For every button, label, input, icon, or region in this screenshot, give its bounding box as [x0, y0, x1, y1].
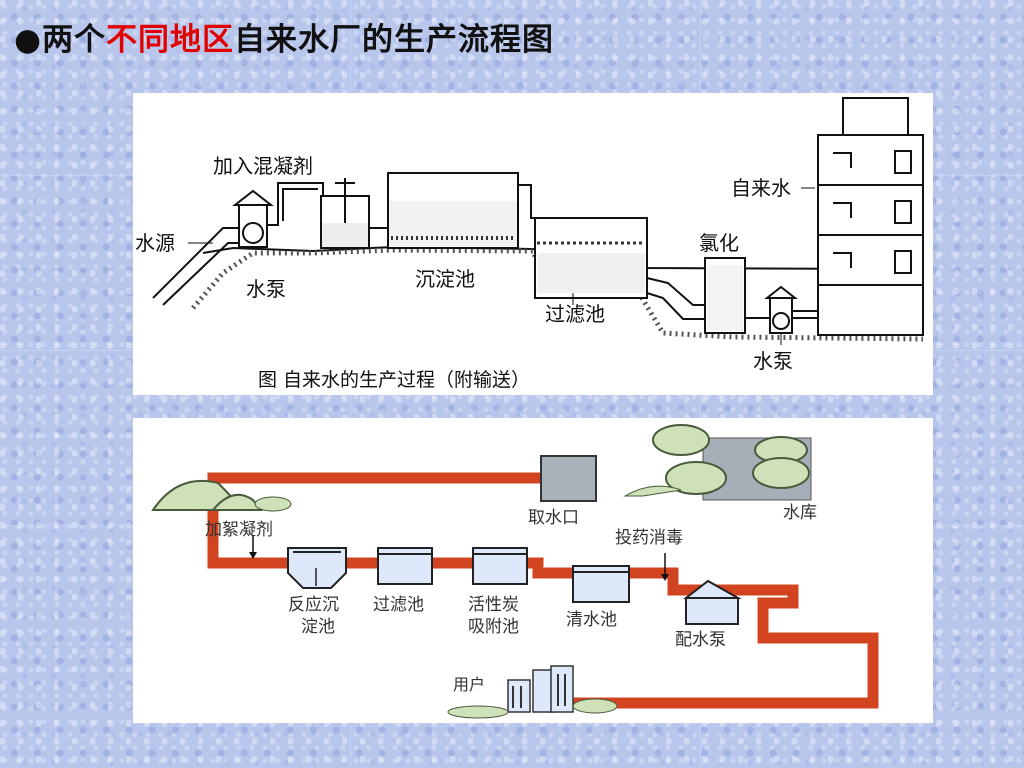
label-pump-2: 水泵 [753, 349, 793, 373]
label-pump-1: 水泵 [246, 277, 286, 301]
sedimentation-tank [387, 172, 519, 249]
production-process-drawing: 加入混凝剂 水源 水泵 沉淀池 过滤池 氯化 自来水 水泵 图 自来水的生产过程… [135, 97, 924, 391]
label-clear: 清水池 [566, 610, 617, 630]
diagram-caption: 图 自来水的生产过程（附输送） [258, 369, 530, 391]
user-buildings [447, 665, 618, 719]
label-carbon-2: 吸附池 [468, 617, 519, 637]
coagulant-pointer [292, 164, 304, 174]
hill-trees [151, 479, 292, 512]
filter-tank [534, 217, 648, 299]
coagulant-arrowhead [249, 552, 257, 559]
label-reaction-2: 淀池 [301, 617, 335, 637]
title-prefix: 两个 [42, 22, 107, 58]
reservoir [623, 424, 812, 501]
pump-house-1 [232, 189, 274, 248]
label-chlorination: 氯化 [699, 231, 739, 255]
mixing-tank [320, 178, 370, 249]
label-users: 用户 [453, 675, 485, 694]
pipe-to-sedimentation [369, 173, 389, 229]
treatment-flow-drawing: 取水口 水库 加絮凝剂 投药消毒 反应沉 淀池 过滤池 活性炭 吸附池 清水池 … [151, 424, 879, 719]
activated-carbon-tank [472, 547, 528, 585]
label-intake: 取水口 [528, 508, 579, 528]
label-reservoir: 水库 [783, 503, 817, 523]
label-coagulant: 加入混凝剂 [213, 154, 313, 178]
main-pipeline [207, 472, 879, 709]
title-suffix: 自来水厂的生产流程图 [234, 22, 555, 58]
label-filter: 过滤池 [545, 302, 605, 326]
intake-box [540, 455, 597, 502]
slide-title: ●两个不同地区自来水厂的生产流程图 [14, 14, 554, 59]
water-treatment-flow-diagram: 取水口 水库 加絮凝剂 投药消毒 反应沉 淀池 过滤池 活性炭 吸附池 清水池 … [133, 418, 933, 723]
title-bullet: ● [14, 22, 43, 58]
label-coagulant: 加絮凝剂 [205, 520, 273, 540]
clear-water-tank [572, 565, 630, 603]
pipe-to-filter [518, 184, 535, 219]
label-tap-water: 自来水 [731, 176, 791, 200]
label-filter: 过滤池 [373, 595, 424, 615]
label-source: 水源 [135, 231, 175, 255]
label-reaction-1: 反应沉 [288, 595, 339, 615]
water-production-diagram: 加入混凝剂 水源 水泵 沉淀池 过滤池 氯化 自来水 水泵 图 自来水的生产过程… [133, 93, 933, 395]
filter-tank [377, 547, 433, 585]
pump-house-2 [764, 285, 798, 334]
reaction-sedimentation-tank [287, 547, 347, 589]
distribution-pump-house [683, 579, 742, 625]
label-sedimentation: 沉淀池 [415, 267, 475, 291]
pipe-to-chlorination [646, 277, 708, 320]
label-pump: 配水泵 [675, 630, 726, 650]
chlorination-tank [704, 257, 746, 334]
disinfect-arrowhead [661, 574, 669, 581]
label-disinfect: 投药消毒 [615, 528, 683, 548]
title-highlight: 不同地区 [106, 22, 235, 58]
building [817, 97, 924, 336]
pipe-to-coagulation [267, 182, 324, 226]
label-carbon-1: 活性炭 [468, 595, 519, 615]
